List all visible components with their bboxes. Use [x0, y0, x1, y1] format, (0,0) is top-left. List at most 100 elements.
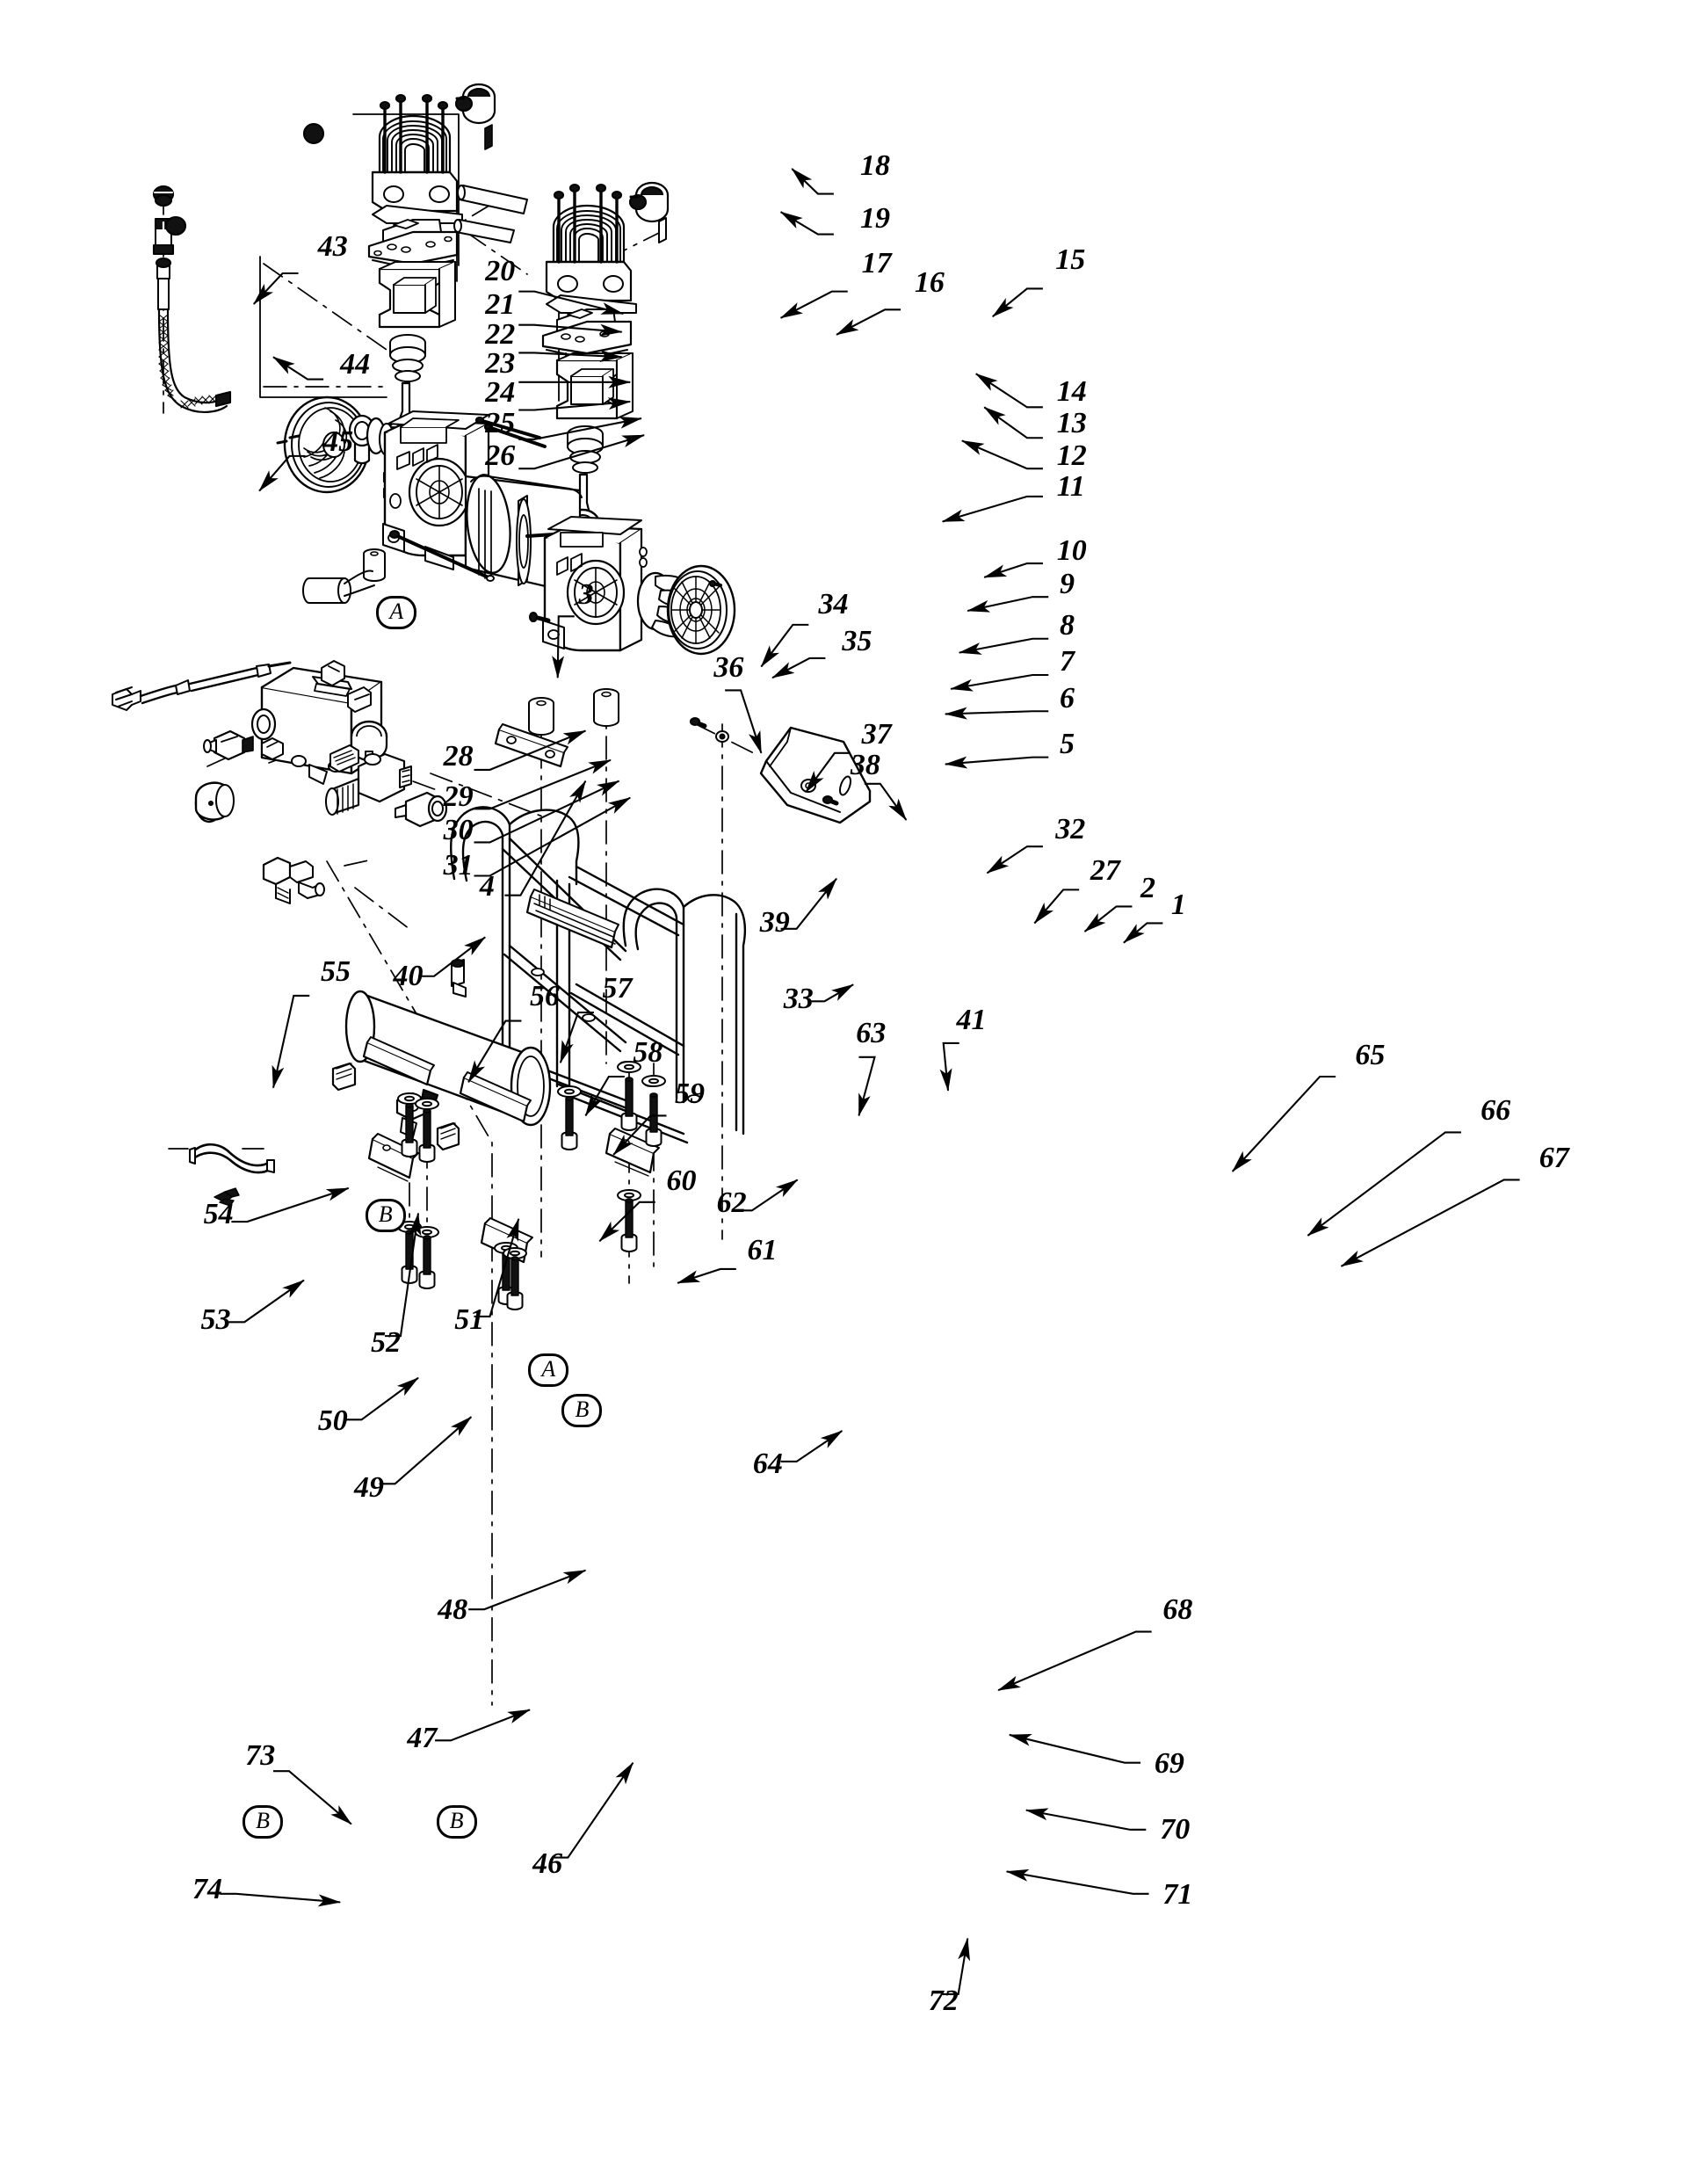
callout-number-60: 60 [666, 1164, 697, 1197]
leader-line-72 [942, 1937, 971, 1996]
leader-line-73 [273, 1770, 352, 1825]
leader-line-47 [435, 1709, 531, 1742]
callout-number-68: 68 [1162, 1593, 1193, 1627]
leader-line-36 [725, 689, 763, 754]
callout-number-32: 32 [1055, 812, 1086, 845]
callout-number-69: 69 [1154, 1747, 1184, 1781]
callout-number-33: 33 [783, 983, 814, 1016]
callout-number-58: 58 [633, 1035, 663, 1069]
leader-line-46 [552, 1761, 634, 1859]
callout-number-23: 23 [485, 346, 516, 380]
leader-line-22 [518, 350, 623, 363]
leader-line-20 [518, 290, 625, 316]
callout-number-4: 4 [479, 869, 495, 903]
callout-number-55: 55 [320, 954, 351, 988]
callout-number-62: 62 [716, 1186, 747, 1220]
leader-line-50 [345, 1376, 419, 1421]
callout-number-9: 9 [1059, 567, 1075, 600]
callout-number-46: 46 [532, 1847, 563, 1881]
leader-line-63 [858, 1056, 876, 1117]
callout-number-26: 26 [485, 439, 516, 472]
leader-line-34 [760, 623, 809, 668]
leader-line-67 [1340, 1179, 1520, 1267]
callout-number-39: 39 [759, 906, 790, 940]
leader-line-25 [518, 416, 642, 440]
callout-number-12: 12 [1056, 439, 1087, 472]
callout-number-37: 37 [861, 717, 892, 751]
callout-number-14: 14 [1056, 374, 1087, 408]
leader-line-17 [779, 290, 848, 319]
callout-number-56: 56 [529, 980, 560, 1013]
callout-number-65: 65 [1355, 1038, 1386, 1071]
callout-number-70: 70 [1160, 1812, 1191, 1846]
callout-number-41: 41 [956, 1004, 987, 1037]
leader-line-8 [958, 637, 1049, 655]
leader-line-37 [805, 751, 851, 794]
callout-number-30: 30 [443, 814, 474, 847]
reference-tag-b-5: B [436, 1804, 477, 1839]
callout-number-15: 15 [1055, 243, 1086, 277]
callout-number-53: 53 [200, 1303, 231, 1337]
callout-number-48: 48 [438, 1593, 468, 1627]
leader-line-51 [474, 1217, 520, 1317]
callout-number-10: 10 [1056, 533, 1087, 567]
callout-number-49: 49 [354, 1470, 385, 1504]
callout-number-22: 22 [485, 317, 516, 351]
leader-line-9 [967, 596, 1049, 613]
callout-number-18: 18 [860, 149, 891, 182]
leader-line-26 [518, 434, 646, 470]
callout-number-63: 63 [856, 1016, 887, 1049]
leader-line-10 [983, 562, 1043, 578]
callout-number-13: 13 [1056, 407, 1087, 440]
callout-number-45: 45 [323, 424, 354, 458]
leader-line-28 [474, 729, 587, 771]
leader-line-29 [474, 758, 612, 810]
leader-line-45 [258, 454, 306, 492]
callout-number-24: 24 [485, 376, 516, 410]
leader-line-69 [1008, 1733, 1140, 1764]
callout-number-29: 29 [443, 780, 474, 814]
callout-number-28: 28 [443, 740, 474, 773]
reference-tag-b-4: B [243, 1804, 283, 1839]
callout-number-5: 5 [1059, 728, 1075, 761]
leader-line-4 [504, 780, 587, 896]
leader-line-40 [418, 936, 486, 977]
leader-line-57 [559, 1011, 594, 1064]
leader-line-16 [836, 308, 901, 336]
callout-number-43: 43 [317, 229, 348, 263]
callout-number-54: 54 [203, 1197, 234, 1230]
leader-line-70 [1025, 1808, 1147, 1831]
callout-number-52: 52 [371, 1325, 402, 1359]
callout-number-66: 66 [1481, 1094, 1511, 1128]
leader-line-38 [864, 782, 908, 821]
leader-line-15 [992, 287, 1043, 318]
callout-number-25: 25 [485, 407, 516, 440]
callout-number-8: 8 [1059, 609, 1075, 642]
leader-line-19 [779, 211, 834, 236]
leader-line-56 [467, 1019, 522, 1084]
callout-number-64: 64 [752, 1447, 783, 1480]
callout-number-59: 59 [675, 1077, 705, 1111]
callout-number-34: 34 [818, 588, 849, 621]
callout-number-71: 71 [1162, 1878, 1193, 1912]
leader-line-3 [552, 615, 575, 679]
leader-line-41 [939, 1041, 959, 1092]
callout-number-67: 67 [1539, 1142, 1569, 1175]
leader-line-48 [468, 1569, 587, 1611]
callout-number-40: 40 [393, 959, 424, 992]
leader-line-1 [1123, 922, 1163, 944]
callout-number-27: 27 [1090, 854, 1120, 888]
reference-tag-a-0: A [376, 596, 417, 630]
callout-number-74: 74 [192, 1872, 222, 1905]
reference-tag-b-1: B [365, 1198, 406, 1232]
leader-line-61 [677, 1267, 736, 1284]
leader-line-68 [997, 1630, 1152, 1692]
callout-number-73: 73 [245, 1738, 276, 1772]
callout-number-17: 17 [861, 246, 892, 279]
leader-line-55 [272, 994, 310, 1089]
callout-number-72: 72 [928, 1984, 959, 2017]
callout-number-31: 31 [443, 849, 474, 882]
leader-line-21 [518, 323, 623, 337]
